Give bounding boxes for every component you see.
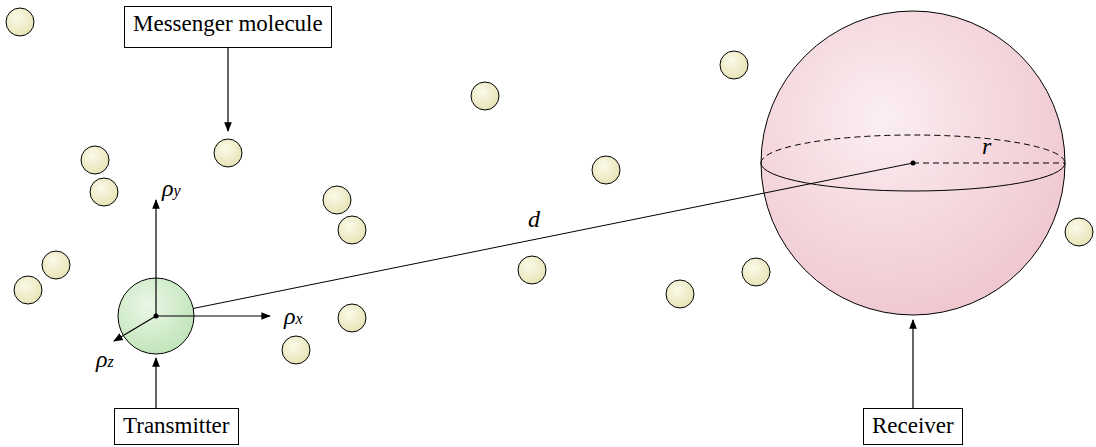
messenger-callout-box: Messenger molecule [124,6,332,48]
transmitter-callout-box: Transmitter [114,408,239,445]
axis-label: ρx [284,304,303,328]
distance-label: d [528,207,540,231]
radius-label: r [982,134,991,158]
leader-arrows [156,48,913,410]
axis-label: ρz [96,347,114,371]
distance-line [156,163,913,316]
box-text: Transmitter [123,412,230,441]
box-text: Messenger molecule [133,10,323,39]
box-text: Receiver [872,412,954,441]
velocity-axes [114,200,270,341]
messenger-molecules [6,8,1093,364]
axis-label: ρy [162,176,181,200]
receiver-callout-box: Receiver [863,408,963,445]
